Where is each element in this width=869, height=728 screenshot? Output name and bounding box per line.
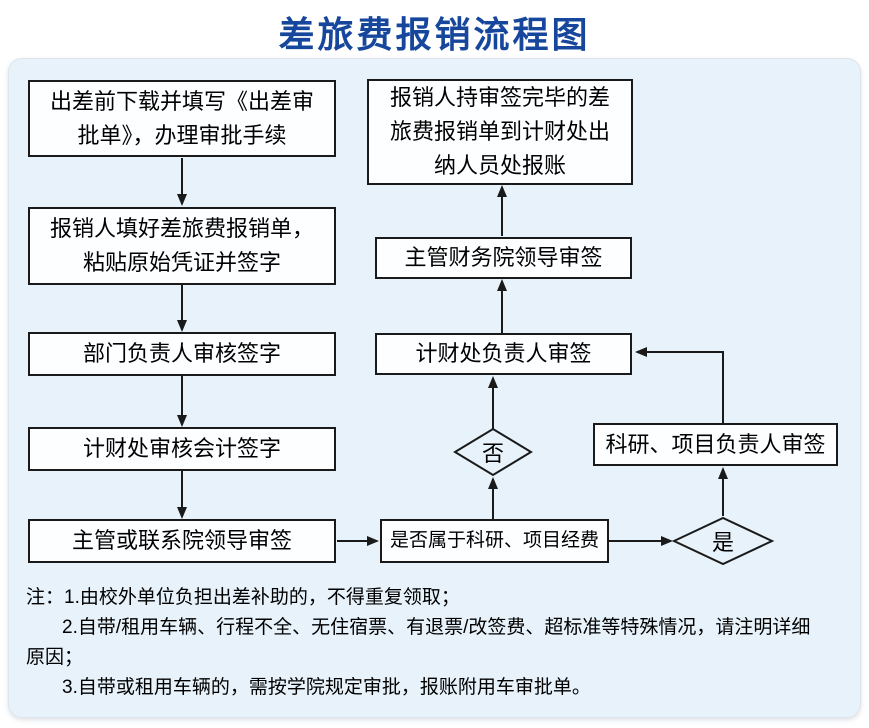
decision-yes-label: 是 xyxy=(711,530,734,555)
flow-box-download-form: 出差前下载并填写《出差审 批单》，办理审批手续 xyxy=(28,80,336,157)
flow-box-project-head-sign: 科研、项目负责人审签 xyxy=(593,423,838,466)
flow-box-cashier-reimburse: 报销人持审签完毕的差 旅费报销单到计财处出 纳人员处报账 xyxy=(367,79,633,185)
footnote-line-3: 原因； xyxy=(26,647,84,668)
flow-box-finance-head-sign: 计财处负责人审签 xyxy=(375,333,632,375)
flow-box-finance-accountant-sign: 计财处审核会计签字 xyxy=(28,427,336,471)
flow-box-is-project-funds: 是否属于科研、项目经费 xyxy=(380,519,609,563)
page-title: 差旅费报销流程图 xyxy=(278,14,591,55)
flow-box-cfo-leader-sign: 主管财务院领导审签 xyxy=(375,237,632,279)
footnote-line-4: 3.自带或租用车辆的，需按学院规定审批，报账附用车审批单。 xyxy=(62,677,591,698)
flow-box-fill-form: 报销人填好差旅费报销单， 粘贴原始凭证并签字 xyxy=(28,207,336,285)
footnote-line-1: 注：1.由校外单位负担出差补助的，不得重复领取； xyxy=(26,587,460,608)
flow-box-college-leader-sign: 主管或联系院领导审签 xyxy=(28,519,336,563)
footnote-line-2: 2.自带/租用车辆、行程不全、无住宿票、有退票/改签费、超标准等特殊情况，请注明… xyxy=(62,617,811,638)
decision-no-label: 否 xyxy=(481,441,504,466)
flow-box-dept-head-sign: 部门负责人审核签字 xyxy=(28,332,336,376)
footnotes: 注：1.由校外单位负担出差补助的，不得重复领取； 2.自带/租用车辆、行程不全、… xyxy=(26,583,850,703)
